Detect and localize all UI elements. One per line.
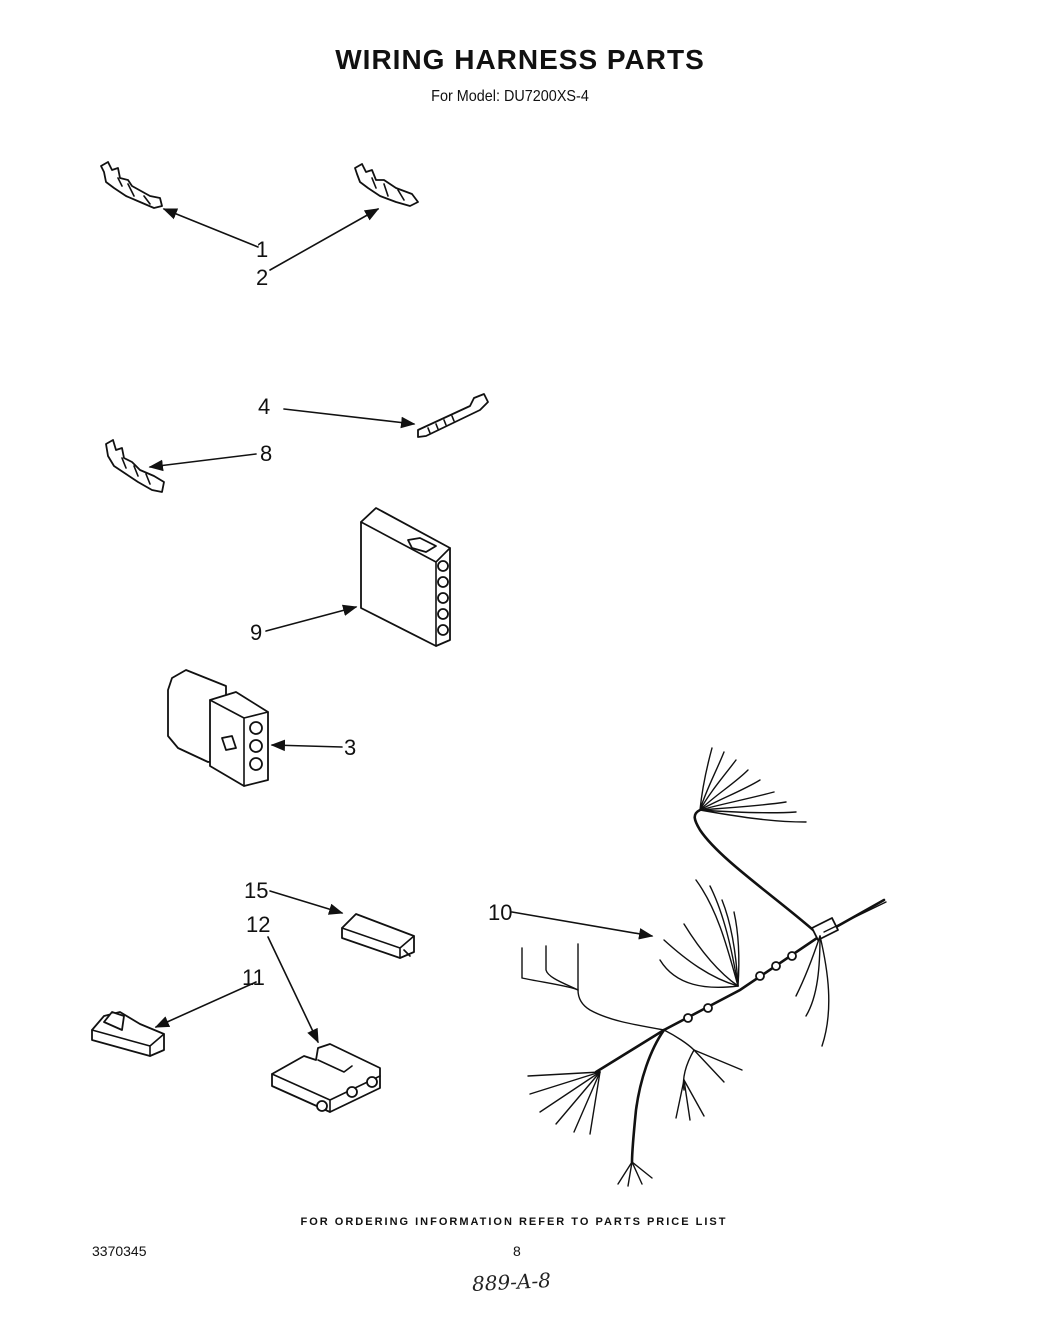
cable-tie-part-4 (417, 393, 489, 438)
page-title: WIRING HARNESS PARTS (335, 44, 705, 75)
callout-1: 1 (256, 237, 268, 262)
handwritten-note: 889-A-8 (471, 1267, 552, 1297)
leader-11 (154, 981, 257, 1028)
document-number: 3370345 (92, 1243, 147, 1259)
page-number: 8 (513, 1243, 521, 1259)
callout-10: 10 (488, 900, 512, 925)
leader-1 (162, 208, 259, 248)
leader-12 (267, 936, 319, 1044)
connector-part-11 (91, 1011, 165, 1057)
callout-3: 3 (344, 735, 356, 760)
connector-part-3 (167, 669, 269, 787)
jumper-part-15 (341, 913, 415, 959)
callout-12: 12 (246, 912, 270, 937)
callout-15: 15 (244, 878, 268, 903)
terminal-part-2 (354, 163, 419, 207)
model-subtitle: For Model: DU7200XS-4 (431, 88, 589, 105)
leader-4 (283, 408, 416, 429)
terminal-part-8 (105, 439, 165, 493)
callout-4: 4 (258, 394, 270, 419)
callout-11: 11 (242, 965, 265, 990)
ordering-info-note: FOR ORDERING INFORMATION REFER TO PARTS … (300, 1216, 728, 1228)
terminal-part-1 (100, 161, 163, 209)
connector-part-12 (271, 1043, 381, 1113)
leader-8 (148, 453, 257, 472)
leader-15 (269, 890, 344, 915)
callout-9: 9 (250, 620, 262, 645)
callout-2: 2 (256, 265, 268, 290)
connector-block-part-9 (360, 507, 451, 647)
callout-8: 8 (260, 441, 272, 466)
leader-9 (265, 604, 358, 632)
leader-3 (270, 739, 343, 752)
leader-2 (269, 208, 380, 271)
leader-10 (511, 911, 654, 940)
wiring-harness-part-10 (521, 747, 887, 1187)
